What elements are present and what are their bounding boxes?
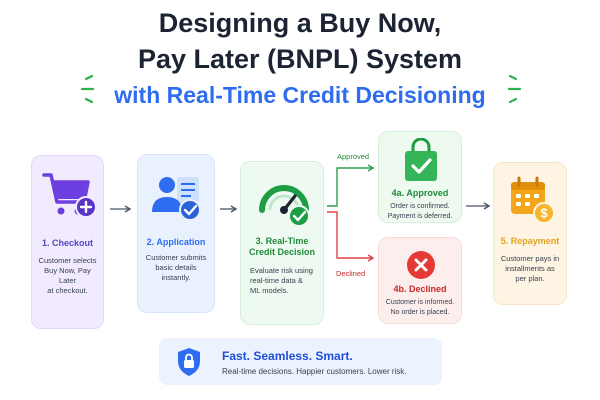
- title-line: Credit Decision: [248, 247, 315, 257]
- arrow-decision-to-declined: [327, 211, 375, 262]
- desc-line: real-time data &: [250, 276, 303, 285]
- desc-line: Customer selects: [38, 256, 97, 265]
- page-title-line-1: Designing a Buy Now,: [158, 8, 442, 38]
- page-subtitle: with Real-Time Credit Decisioning: [114, 82, 486, 108]
- step-title-checkout: 1. Checkout: [41, 238, 93, 248]
- desc-line: at checkout.: [47, 286, 88, 295]
- arrow-decision-to-approved: [327, 164, 375, 207]
- gauge-check-icon: [259, 185, 310, 227]
- step-title-application: 2. Application: [146, 237, 206, 247]
- spark-left-icon: [80, 74, 95, 104]
- shopping-bag-check-icon: [405, 138, 437, 181]
- desc-line: installments as: [505, 264, 555, 273]
- step-desc-declined: Customer is informed. No order is placed…: [383, 298, 457, 317]
- desc-line: Customer is informed.: [385, 299, 455, 306]
- step-card-checkout: 1. Checkout Customer selects Buy Now, Pa…: [31, 155, 104, 329]
- spark-right-icon: [507, 74, 522, 104]
- step-desc-approved: Order is confirmed. Payment is deferred.: [383, 202, 457, 221]
- step-title-declined: 4b. Declined: [393, 284, 447, 294]
- step-desc-repayment: Customer pays in installments as per pla…: [498, 254, 562, 284]
- desc-line: Payment is deferred.: [387, 212, 453, 220]
- step-title-decision: 3. Real-Time Credit Decision: [241, 236, 323, 258]
- desc-line: Order is confirmed.: [390, 203, 450, 210]
- desc-line: instantly.: [161, 273, 191, 282]
- desc-line: ML models.: [250, 286, 289, 295]
- desc-line: Buy Now, Pay Later: [44, 266, 91, 285]
- step-card-declined: 4b. Declined Customer is informed. No or…: [378, 237, 462, 324]
- user-form-check-icon: [152, 177, 201, 221]
- title-line: 3. Real-Time: [255, 236, 309, 246]
- banner-title: Fast. Seamless. Smart.: [222, 349, 353, 363]
- page-title-line-2: Pay Later (BNPL) System: [137, 44, 463, 74]
- desc-line: per plan.: [515, 274, 545, 283]
- step-card-application: 2. Application Customer submits basic de…: [137, 154, 215, 313]
- svg-text:$: $: [540, 206, 548, 221]
- step-card-repayment: $ 5. Repayment Customer pays in installm…: [493, 162, 567, 305]
- desc-line: Customer submits: [145, 253, 207, 262]
- step-title-approved: 4a. Approved: [391, 188, 449, 198]
- step-title-repayment: 5. Repayment: [500, 236, 560, 246]
- step-desc-application: Customer submits basic details instantly…: [142, 253, 210, 283]
- declined-branch-label: Declined: [336, 269, 366, 278]
- desc-line: Customer pays in: [500, 254, 560, 263]
- desc-line: Evaluate risk using: [250, 266, 313, 275]
- desc-line: No order is placed.: [390, 308, 450, 316]
- step-desc-checkout: Customer selects Buy Now, Pay Later at c…: [36, 256, 99, 296]
- desc-line: basic details: [155, 263, 197, 272]
- step-desc-decision: Evaluate risk using real-time data & ML …: [250, 266, 319, 296]
- step-card-decision: 3. Real-Time Credit Decision Evaluate ri…: [240, 161, 324, 325]
- shield-lock-icon: [178, 348, 200, 376]
- step-card-approved: 4a. Approved Order is confirmed. Payment…: [378, 131, 462, 223]
- banner-subtitle: Real-time decisions. Happier customers. …: [222, 367, 407, 376]
- calendar-dollar-icon: $: [511, 176, 555, 224]
- footer-banner: Fast. Seamless. Smart. Real-time decisio…: [159, 338, 442, 385]
- approved-branch-label: Approved: [337, 152, 370, 161]
- shopping-cart-plus-icon: [42, 173, 97, 218]
- x-circle-icon: [407, 251, 435, 279]
